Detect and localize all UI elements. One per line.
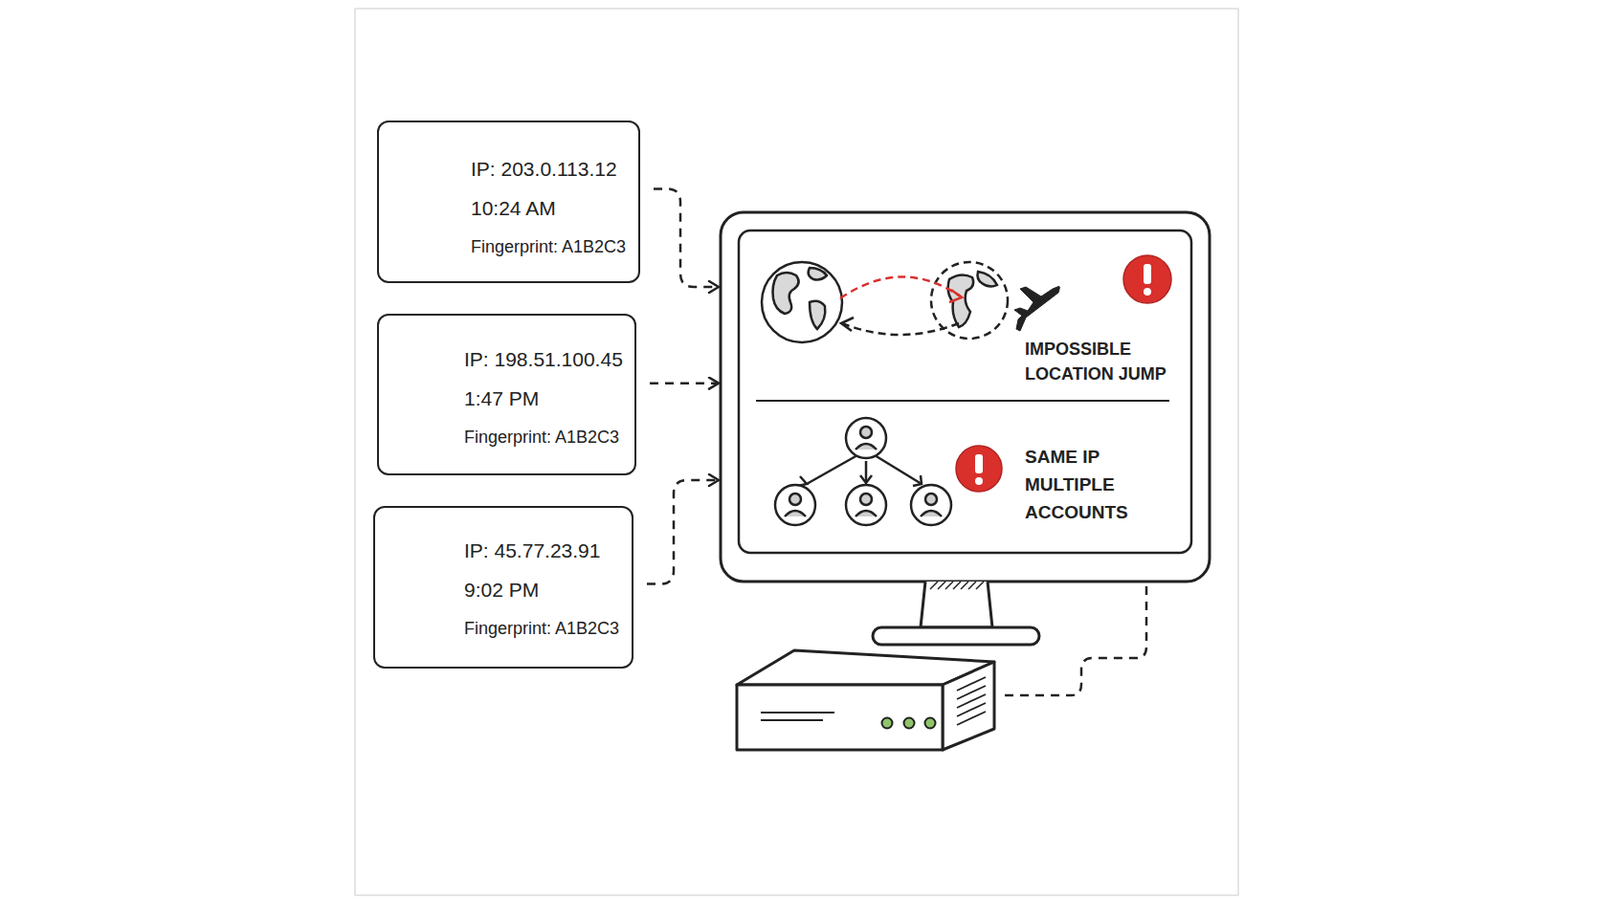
alert-label: SAME IP MULTIPLE ACCOUNTS [1024,443,1148,527]
alert-icon-part [975,477,983,486]
travel-arcs-part [840,276,961,299]
log-field: 10:24 AM [470,188,556,228]
account-tree-part [855,511,877,517]
account-tree-part [860,493,872,506]
airplane-icon [1014,286,1060,332]
log-field: 9:02 PM [464,570,539,610]
server-cable-part [1004,585,1147,696]
page-frame [355,8,1239,896]
account-tree [775,418,952,526]
alert-panel: SAME IP MULTIPLE ACCOUNTS [720,400,1210,582]
log-field: 1:47 PM [464,378,539,419]
destination-globe-part [948,274,974,328]
account-tree-part [845,418,887,459]
monitor [720,212,1210,645]
log-field: Fingerprint: A1B2C3 [464,418,620,458]
origin-globe-part [761,262,843,343]
alert-label: IMPOSSIBLE LOCATION JUMP [1024,336,1186,387]
destination-globe-part [931,262,1008,339]
server-box-part [942,662,995,751]
log-entry-box: IP: 203.0.113.1210:24 AMFingerprint: A1B… [377,120,641,284]
account-tree-part [784,511,806,517]
account-tree-part [925,493,937,506]
origin-globe-part [808,267,827,281]
server-box [736,650,995,751]
account-tree-part [911,485,952,526]
airplane-icon-part [1014,286,1060,332]
account-tree-part [855,444,877,450]
page-frame-part [355,8,1239,896]
monitor-part [930,581,984,590]
dashed-arrow [653,188,719,288]
log-field: IP: 198.51.100.45 [464,339,623,379]
server-box-part [904,718,915,730]
alert-icon-part [975,454,983,474]
origin-globe-part [773,272,800,314]
log-field: IP: 203.0.113.12 [470,149,618,189]
server-box-part [760,712,835,721]
alert-icon-part [1143,288,1152,296]
alert-panel: IMPOSSIBLE LOCATION JUMP [720,212,1210,401]
travel-arcs-part [841,317,854,332]
travel-arcs-part [842,323,959,335]
log-field: IP: 45.77.23.91 [464,531,600,571]
monitor-part [920,581,993,628]
alert-icon-part [1143,264,1152,285]
alert-icon [955,445,1002,492]
server-box-part [925,718,936,730]
destination-globe [931,262,1008,339]
monitor-part [738,230,1192,554]
log-entry-box: IP: 45.77.23.919:02 PMFingerprint: A1B2C… [373,506,634,669]
account-tree-part [860,426,872,439]
log-field: Fingerprint: A1B2C3 [464,609,620,649]
server-cable [1004,585,1147,696]
log-field: Fingerprint: A1B2C3 [470,227,626,267]
account-tree-part [798,475,922,487]
server-box-part [736,685,943,751]
account-tree-part [845,485,887,526]
monitor-part [755,400,1170,402]
account-tree-part [789,493,801,506]
alert-icon-part [955,445,1002,492]
dashed-arrow [646,480,719,585]
server-box-part [956,677,986,726]
travel-arcs-part [949,289,962,303]
travel-arcs [840,276,962,335]
alert-icon [1123,255,1172,304]
log-entry-box: IP: 198.51.100.451:47 PMFingerprint: A1B… [377,313,637,476]
alert-icon-part [1123,255,1172,304]
origin-globe [761,262,843,343]
monitor-part [872,627,1040,645]
account-tree-part [920,511,942,517]
origin-globe-part [809,301,825,330]
account-tree-part [775,485,816,526]
server-box-part [882,718,893,730]
destination-globe-part [977,271,999,288]
dashed-arrow [649,381,719,385]
monitor-part [720,212,1210,582]
